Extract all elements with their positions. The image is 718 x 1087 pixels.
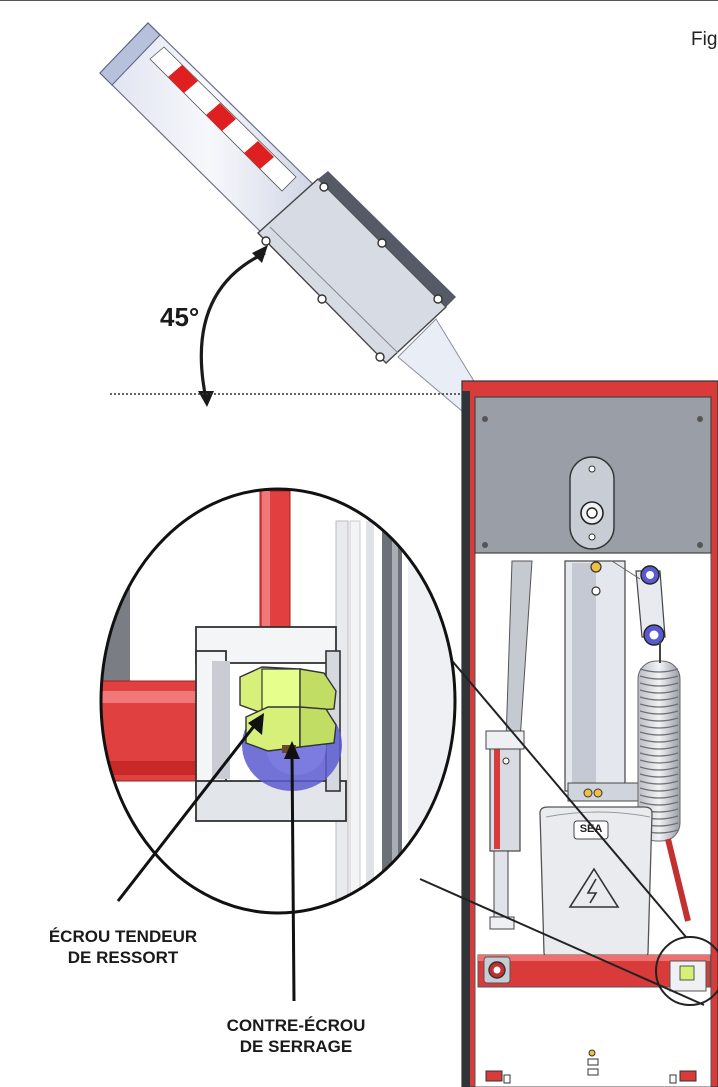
angle-arrow-head-bottom — [198, 391, 214, 407]
spring-coil — [639, 668, 679, 673]
boom-end-cap — [99, 22, 161, 86]
magnified-detail — [99, 487, 457, 915]
boom-stripe — [149, 46, 297, 192]
spring-coil — [639, 773, 679, 778]
cabinet-left-edge — [462, 391, 470, 1087]
spring-coil — [639, 801, 679, 806]
spring-coil — [639, 780, 679, 785]
spring-coil — [639, 759, 679, 764]
callout-lock-nut-line2: DE SERRAGE — [239, 1037, 353, 1057]
stripe-red-segment — [244, 141, 274, 169]
spring-tie-rod — [665, 838, 691, 922]
zoom-connector-bottom — [419, 878, 705, 1006]
callout-tension-nut: ÉCROU TENDEUR DE RESSORT — [8, 926, 238, 969]
control-box — [539, 806, 653, 964]
angle-arrow-head-top — [252, 245, 268, 263]
cover-screws — [482, 416, 703, 548]
spring-coil — [639, 787, 679, 792]
callout-tension-nut-line2: DE RESSORT — [67, 948, 179, 968]
lever-bolts — [640, 565, 665, 646]
spring-coil — [639, 703, 679, 708]
spring-coil — [639, 682, 679, 687]
callout-tension-nut-line1: ÉCROU TENDEUR — [48, 927, 198, 946]
gear-motor-shade — [572, 563, 596, 789]
spring-coil — [639, 766, 679, 771]
spring-coil — [639, 717, 679, 722]
balancing-spring — [637, 641, 691, 922]
spring-coil — [639, 689, 679, 694]
spring-coil — [639, 710, 679, 715]
bracket-bolts — [261, 182, 443, 362]
figure-label: Fig — [691, 29, 718, 50]
motor-mount — [567, 782, 639, 802]
detail-marker-circle — [655, 936, 718, 1006]
spring-coil — [639, 752, 679, 757]
spring-coil — [639, 724, 679, 729]
spring-coil — [639, 731, 679, 736]
pointer-tension-nut — [116, 720, 260, 902]
bracket-dark-edge — [318, 171, 456, 307]
boom-arm — [99, 22, 481, 412]
stripe-red-segment — [206, 103, 236, 131]
floor-anchors — [485, 1049, 697, 1084]
hazard-icon — [568, 867, 620, 908]
pointer-lock-nut — [290, 750, 296, 1002]
spring-coil — [639, 675, 679, 680]
angle-label: 45° — [160, 302, 200, 332]
barrier-cabinet — [461, 380, 718, 1087]
spring-coil — [639, 794, 679, 799]
stripe-red-segment — [168, 65, 198, 93]
spring-coil — [639, 745, 679, 750]
gas-piston — [485, 560, 533, 930]
sea-logo-text: SEA — [579, 823, 603, 835]
bracket-edge — [269, 226, 399, 354]
angle-arrow — [199, 251, 266, 400]
callout-lock-nut-line1: CONTRE-ÉCROU — [226, 1016, 366, 1035]
spring-coil — [639, 696, 679, 701]
spring-coil — [639, 738, 679, 743]
callout-lock-nut: CONTRE-ÉCROU DE SERRAGE — [196, 1015, 396, 1058]
magnifier-circle — [99, 487, 457, 915]
